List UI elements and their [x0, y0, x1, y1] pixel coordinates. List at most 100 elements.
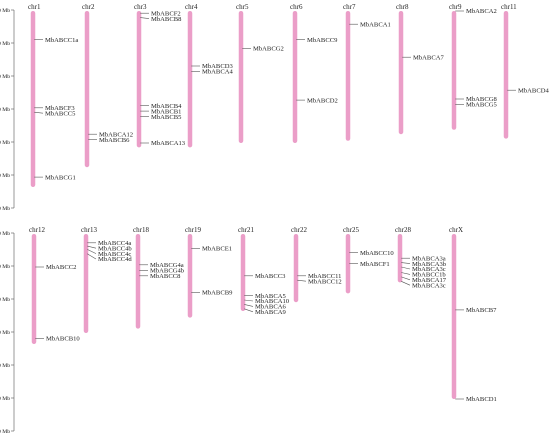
gene-connector: [244, 299, 254, 302]
axis-tick-label: 0 Mb: [0, 8, 10, 14]
gene-label: MbABCB8: [151, 16, 182, 23]
gene-label: MbABCB6: [99, 137, 130, 144]
axis-tick-label: 60 Mb: [0, 74, 10, 80]
axis-tick-label: 90 Mb: [0, 107, 10, 113]
gene-label: MbABCA13: [151, 140, 186, 147]
chromosome-bar: [187, 234, 193, 318]
chromosome-label: chr4: [185, 3, 198, 11]
gene-connector: [244, 304, 254, 307]
gene-label: MbABCC4d: [98, 256, 132, 263]
chromosome-chr3: chr3MbABCF2MbABCB8MbABCB4MbABCB1MbABCB5M…: [134, 3, 186, 148]
karyotype-panel-bottom: 0 Mb30 Mb60 Mb90 Mb120 Mb150 Mb180 Mbchr…: [0, 226, 497, 435]
axis-tick-label: 150 Mb: [0, 173, 10, 179]
chromosome-bar: [238, 11, 244, 143]
gene-label: MbABCA3a: [412, 255, 446, 262]
gene-label: MbABCB7: [466, 307, 497, 314]
gene-label: MbABCD3: [202, 63, 233, 70]
axis-tick-label: 120 Mb: [0, 363, 10, 369]
gene-label: MbABCA3c: [412, 282, 446, 289]
gene-label: MbABCA7: [413, 54, 444, 61]
karyotype-panel-top: 0 Mb 30 Mb 60 Mb 90 Mb 120 Mb 150 Mb 180 Mb chr…: [0, 3, 549, 212]
gene-label: MbABCC1b: [412, 272, 446, 279]
gene-label: MbABCF1: [360, 261, 390, 268]
gene-label: MbABCB4: [151, 103, 182, 110]
gene-label: MbABCA17: [412, 277, 447, 284]
axis-tick-label: 90 Mb: [0, 330, 10, 336]
chromosome-label: chr11: [501, 3, 517, 11]
gene-label: MbABCA5: [255, 293, 286, 300]
chromosome-label: chr9: [449, 3, 462, 11]
gene-label: MbABCA1: [360, 21, 391, 28]
chromosome-label: chr7: [343, 3, 356, 11]
chromosome-bar: [136, 11, 142, 148]
gene-connector: [297, 279, 307, 282]
chromosome-label: chr2: [82, 3, 95, 11]
gene-label: MbABCC9: [307, 37, 338, 44]
gene-connector: [244, 308, 254, 313]
axis-tick-label: 120 Mb: [0, 140, 10, 146]
chromosome-bar: [503, 11, 509, 139]
gene-label: MbABCA12: [99, 131, 133, 138]
gene-label: MbABCA4: [202, 69, 233, 76]
gene-label: MbABCA3b: [412, 261, 447, 268]
chromosome-label: chr8: [396, 3, 409, 11]
gene-label: MbABCB10: [46, 336, 80, 343]
gene-label: MbABCC4a: [98, 240, 131, 247]
chromosome-label: chrX: [449, 226, 463, 234]
chromosome-bar: [397, 234, 403, 283]
chromosome-label: chr5: [236, 3, 249, 11]
chromosome-bar: [84, 11, 90, 168]
gene-label: MbABCE1: [202, 246, 232, 253]
gene-label: MbABCC4c: [98, 251, 131, 258]
chromosome-label: chr22: [291, 226, 307, 234]
gene-label: MbABCB1: [151, 108, 181, 115]
gene-connector: [401, 276, 411, 281]
gene-label: MbABCA6: [255, 304, 286, 311]
gene-label: MbABCC5: [45, 110, 76, 117]
gene-label: MbABCC1a: [45, 37, 78, 44]
axis-tick-label: 30 Mb: [0, 41, 10, 47]
chromosome-label: chr21: [238, 226, 254, 234]
gene-label: MbABCD1: [466, 396, 497, 403]
chromosome-bar: [292, 11, 298, 143]
chromosome-bar: [83, 234, 89, 333]
chromosome-bar: [240, 234, 246, 311]
chromosome-bar: [31, 234, 37, 344]
chromosome-label: chr3: [134, 3, 147, 11]
gene-connector: [401, 266, 411, 270]
gene-label: MbABCA10: [255, 298, 290, 305]
axis-tick-label: 30 Mb: [0, 264, 10, 270]
axis-tick-label: 180 Mb: [0, 206, 10, 212]
gene-label: MbABCD2: [307, 97, 338, 104]
gene-label: MbABCG4b: [150, 268, 185, 275]
gene-label: MbABCG2: [253, 46, 284, 53]
gene-connector: [401, 272, 411, 275]
chromosome-bar: [451, 11, 457, 130]
gene-connector: [401, 262, 411, 264]
gene-label: MbABCC10: [360, 250, 394, 257]
chromosome-label: chr1: [28, 3, 41, 11]
chromosome-label: chr13: [81, 226, 97, 234]
gene-label: MbABCD4: [518, 87, 549, 94]
chromosome-bar: [398, 11, 404, 135]
axis-tick-label: 180 Mb: [0, 429, 10, 435]
gene-label: MbABCF3: [45, 105, 75, 112]
axis-tick-label: 60 Mb: [0, 297, 10, 303]
gene-label: MbABCA2: [466, 8, 497, 15]
chromosome-label: chr25: [343, 226, 359, 234]
chromosome-label: chr12: [29, 226, 45, 234]
gene-label: MbABCG8: [466, 96, 497, 103]
